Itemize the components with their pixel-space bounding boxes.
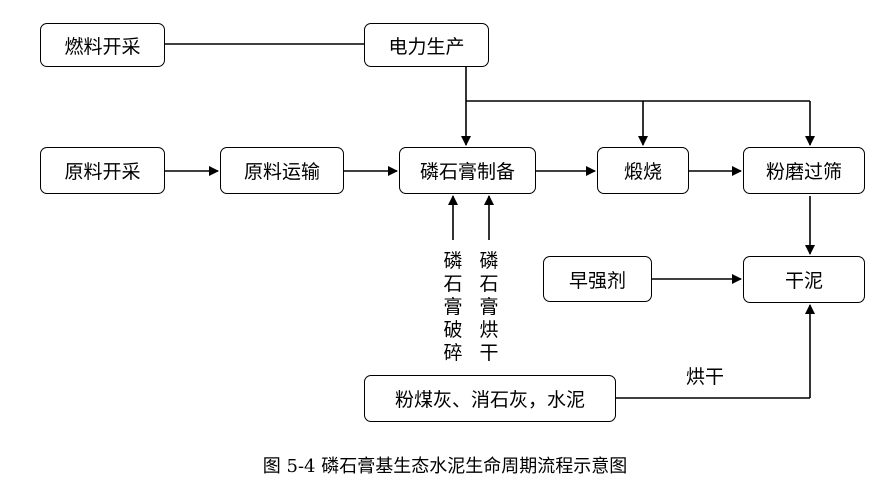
node-fuel-mining-label: 燃料开采 [64, 35, 141, 58]
input-phosphogypsum-crushing: 磷石膏破碎 [443, 250, 463, 364]
node-early-strength-agent: 早强剂 [543, 256, 652, 302]
node-raw-material-transport: 原料运输 [220, 147, 344, 194]
node-power-production: 电力生产 [364, 23, 489, 67]
node-raw-material-mining-label: 原料开采 [64, 161, 141, 183]
node-raw-material-transport-label: 原料运输 [243, 161, 320, 183]
node-fly-ash-lime-cement-label: 粉煤灰、消石灰，水泥 [394, 389, 585, 411]
node-fuel-mining: 燃料开采 [40, 23, 165, 67]
node-early-strength-agent-label: 早强剂 [568, 269, 626, 292]
input-phosphogypsum-drying: 磷石膏烘干 [479, 250, 499, 364]
node-calcination-label: 煅烧 [623, 161, 662, 183]
node-grinding-sieving-label: 粉磨过筛 [765, 161, 842, 183]
node-dry-cement-label: 干泥 [784, 270, 823, 292]
node-fly-ash-lime-cement: 粉煤灰、消石灰，水泥 [364, 375, 616, 422]
node-raw-material-mining: 原料开采 [40, 147, 165, 194]
node-power-production-label: 电力生产 [388, 35, 465, 58]
figure-caption: 图 5-4 磷石膏基生态水泥生命周期流程示意图 [262, 456, 628, 477]
node-dry-cement: 干泥 [743, 256, 865, 303]
edge-label-drying: 烘干 [686, 366, 725, 388]
node-calcination: 煅烧 [597, 147, 689, 194]
node-phosphogypsum-preparation-label: 磷石膏制备 [419, 161, 515, 183]
node-grinding-sieving: 粉磨过筛 [743, 147, 865, 194]
node-phosphogypsum-preparation: 磷石膏制备 [399, 147, 536, 194]
